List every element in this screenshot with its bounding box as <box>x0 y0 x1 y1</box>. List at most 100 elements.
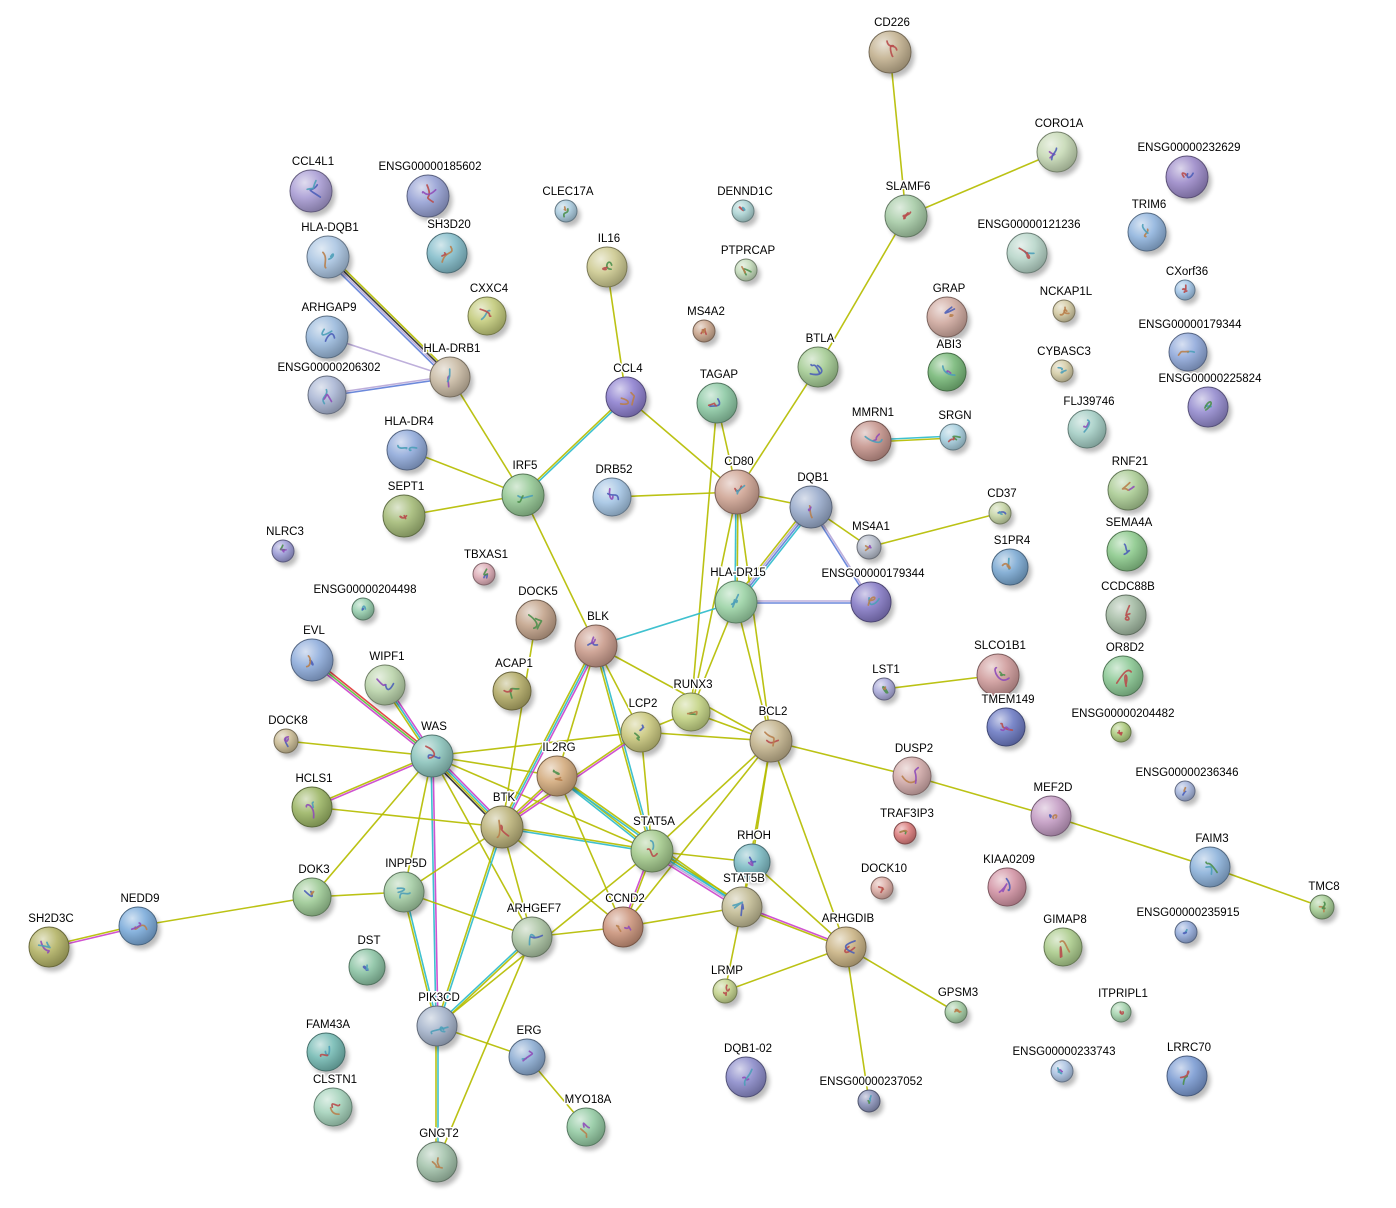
node-ITPRIPL1[interactable] <box>1110 1001 1135 1027</box>
node-SLAMF6[interactable] <box>884 194 931 242</box>
node-MMRN1[interactable] <box>850 420 895 466</box>
edge-DOK3-NEDD9[interactable] <box>137 896 313 927</box>
node-STAT5A[interactable] <box>630 829 677 877</box>
edge-DOCK8-WAS[interactable] <box>285 740 433 757</box>
node-EVL[interactable] <box>290 638 337 686</box>
node-DOCK10[interactable] <box>870 876 897 904</box>
node-DUSP2[interactable] <box>892 756 935 800</box>
edge-ARHGEF7-PIK3CD[interactable] <box>435 935 534 1028</box>
node-IL16[interactable] <box>586 246 631 292</box>
node-ENSG00000235915[interactable] <box>1174 920 1201 948</box>
edge-TAGAP-RUNX3[interactable] <box>690 402 718 713</box>
node-CLEC17A[interactable] <box>554 199 581 227</box>
node-HLA-DR4[interactable] <box>386 429 431 475</box>
node-RHOH[interactable] <box>733 843 774 885</box>
node-DQB1[interactable] <box>789 485 836 533</box>
node-NCKAP1L[interactable] <box>1052 299 1079 327</box>
edge-BTK-PIK3CD[interactable] <box>435 826 504 1027</box>
node-PIK3CD[interactable] <box>416 1005 461 1051</box>
node-BLK[interactable] <box>574 624 621 672</box>
node-SH2D3C[interactable] <box>28 926 73 972</box>
node-WAS[interactable] <box>410 734 457 782</box>
node-CCDC88B[interactable] <box>1105 594 1150 640</box>
node-CD226[interactable] <box>868 30 915 78</box>
node-CXorf36[interactable] <box>1174 279 1199 305</box>
node-NEDD9[interactable] <box>118 906 161 950</box>
edge-BTLA-CD80[interactable] <box>736 366 819 493</box>
node-ENSG00000236346[interactable] <box>1174 780 1199 806</box>
node-SH3D20[interactable] <box>426 232 471 278</box>
edge-MEF2D-FAIM3[interactable] <box>1050 815 1211 868</box>
node-S1PR4[interactable] <box>991 548 1032 590</box>
edge-WAS-DOK3[interactable] <box>311 755 433 898</box>
node-ENSG00000179344_mid[interactable] <box>850 581 895 627</box>
edge-SLAMF6-BTLA[interactable] <box>817 215 907 368</box>
node-OR8D2[interactable] <box>1102 655 1147 701</box>
node-SLCO1B1[interactable] <box>976 653 1023 701</box>
edge-HCLS1-WAS[interactable] <box>311 754 433 809</box>
edge-BLK-BTK[interactable] <box>499 644 599 829</box>
node-DOCK5[interactable] <box>515 599 560 645</box>
node-CYBASC3[interactable] <box>1050 359 1077 387</box>
edge-IRF5-CCL4[interactable] <box>521 395 628 497</box>
node-PTPRCAP[interactable] <box>734 258 761 286</box>
edge-SLAMF6-CORO1A[interactable] <box>905 151 1058 217</box>
edge-WAS-PIK3CD[interactable] <box>430 755 439 1027</box>
node-ENSG00000204482[interactable] <box>1110 721 1135 747</box>
node-DENND1C[interactable] <box>731 199 758 227</box>
node-SEMA4A[interactable] <box>1106 530 1151 576</box>
node-LRRC70[interactable] <box>1166 1055 1211 1101</box>
node-ABI3[interactable] <box>927 352 970 396</box>
node-RNF21[interactable] <box>1107 469 1152 515</box>
node-LCP2[interactable] <box>620 711 665 757</box>
edge-HLA-DR15-BLK[interactable] <box>595 601 737 647</box>
node-CXXC4[interactable] <box>467 296 510 340</box>
node-TBXAS1[interactable] <box>472 562 499 590</box>
edge-MS4A1-CD37[interactable] <box>868 512 1001 548</box>
node-GRAP[interactable] <box>926 296 971 342</box>
node-BTLA[interactable] <box>797 346 842 392</box>
edge-BCL2-CCND2[interactable] <box>622 740 772 928</box>
node-HLA-DR15[interactable] <box>714 580 761 628</box>
node-FAM43A[interactable] <box>306 1032 349 1076</box>
node-CD37[interactable] <box>988 501 1015 529</box>
node-MEF2D[interactable] <box>1030 795 1075 841</box>
node-TRIM6[interactable] <box>1127 212 1170 256</box>
node-HLA-DRB1[interactable] <box>429 356 474 402</box>
edge-ARHGDIB-ENSG00000237052[interactable] <box>845 946 870 1102</box>
node-LST1[interactable] <box>872 677 899 705</box>
edge-WAS-ARHGEF7[interactable] <box>431 755 533 938</box>
node-DOCK8[interactable] <box>273 728 302 758</box>
edge-BCL2-STAT5A[interactable] <box>651 740 772 852</box>
edge-HCLS1-BTK[interactable] <box>311 806 503 828</box>
node-IRF5[interactable] <box>501 473 548 521</box>
node-ENSG00000233743[interactable] <box>1050 1059 1077 1087</box>
node-ENSG00000232629[interactable] <box>1165 155 1212 203</box>
node-ACAP1[interactable] <box>492 671 535 715</box>
node-ERG[interactable] <box>508 1038 549 1080</box>
edge-HLA-DQB1-HLA-DRB1[interactable] <box>325 254 453 380</box>
node-ENSG00000206302[interactable] <box>307 375 350 419</box>
node-ENSG00000179344_right[interactable] <box>1168 332 1211 376</box>
node-HLA-DQB1[interactable] <box>306 235 353 283</box>
node-CCL4L1[interactable] <box>289 169 336 217</box>
node-RUNX3[interactable] <box>671 692 714 736</box>
edge-WAS-LCP2[interactable] <box>431 731 642 757</box>
node-GPSM3[interactable] <box>944 1000 971 1028</box>
node-MS4A2[interactable] <box>692 319 719 347</box>
edge-BTK-STAT5A[interactable] <box>501 825 653 853</box>
node-DRB52[interactable] <box>592 477 635 521</box>
node-GIMAP8[interactable] <box>1043 927 1086 971</box>
node-MYO18A[interactable] <box>566 1107 609 1151</box>
edge-LRMP-ARHGDIB[interactable] <box>724 946 847 992</box>
node-WIPF1[interactable] <box>364 664 409 710</box>
node-DST[interactable] <box>348 948 389 990</box>
node-IL2RG[interactable] <box>536 755 581 801</box>
node-CLSTN1[interactable] <box>313 1087 356 1131</box>
edge-IL2RG-CCND2[interactable] <box>556 775 624 928</box>
node-INPP5D[interactable] <box>383 871 428 917</box>
node-ARHGDIB[interactable] <box>825 926 870 972</box>
edge-BLK-STAT5A[interactable] <box>594 645 654 852</box>
node-SEPT1[interactable] <box>382 494 429 542</box>
edge-CD80-RUNX3[interactable] <box>690 491 738 713</box>
